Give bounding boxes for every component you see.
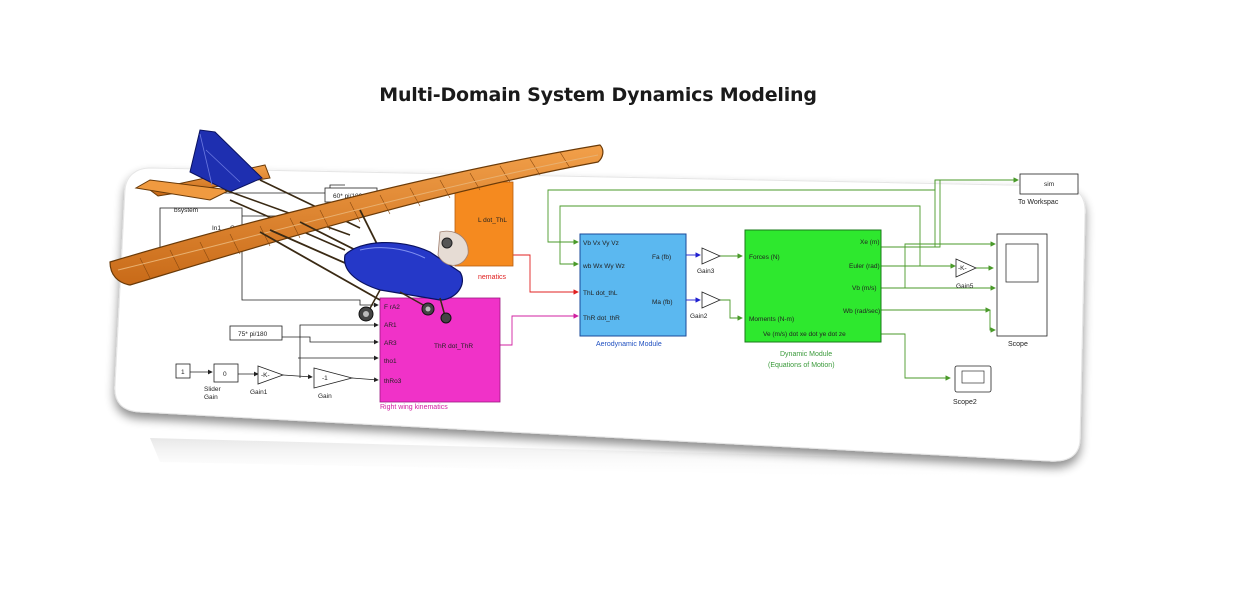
to-workspace-body — [1019, 173, 1079, 195]
gain2-block[interactable]: Gain2 — [690, 291, 721, 320]
slider-value: 0 — [223, 371, 227, 378]
aero-input-3: ThL dot_thL — [583, 290, 618, 297]
scope-label: Scope — [1008, 341, 1028, 348]
aero-input-4: ThR dot_thR — [583, 315, 620, 322]
aero-input-2: wb Wx Wy Wz — [582, 263, 625, 270]
gain3-label: Gain3 — [697, 268, 715, 275]
scope2-label: Scope2 — [953, 399, 977, 406]
gain2-triangle — [701, 291, 721, 309]
const-75-value: 75* pi/180 — [238, 331, 268, 338]
right-wing-input-5: thRo3 — [384, 378, 402, 385]
gain-neg1-label: Gain — [318, 393, 332, 400]
dynamic-module-block[interactable]: Forces (N) Moments (N-m) Xe (m) Euler (r… — [744, 229, 882, 369]
gain-neg1-block[interactable]: -1 Gain — [313, 367, 354, 400]
gain2-label: Gain2 — [690, 313, 708, 320]
right-kinematics-line — [500, 313, 579, 346]
dynamic-block-body — [744, 229, 882, 343]
right-wing-output: ThR dot_ThR — [434, 343, 473, 350]
right-wing-caption: Right wing kinematics — [380, 404, 448, 411]
right-wing-input-1: F rA2 — [384, 304, 400, 311]
panel-reflection — [150, 438, 1064, 480]
right-wing-input-2: AR1 — [384, 322, 397, 329]
dynamic-output-3: Vb (m/s) — [852, 285, 877, 292]
feedback-lines — [547, 177, 1019, 381]
const-1-block[interactable]: 1 — [175, 363, 191, 379]
const-1-value: 1 — [181, 369, 185, 376]
left-kinematics-lines — [512, 254, 579, 295]
aero-output-1: Fa (fb) — [652, 254, 671, 261]
subsystem-label: bsystem — [174, 207, 198, 214]
left-wing-kinematics-block[interactable]: L dot_ThL nematics — [454, 181, 514, 281]
gain1-triangle — [257, 365, 285, 385]
slider-body — [213, 363, 239, 383]
to-workspace-block[interactable]: sim To Workspac — [1018, 173, 1079, 206]
scope-block[interactable]: Scope — [996, 233, 1048, 348]
gain5-symbol: -K- — [958, 265, 967, 272]
const-60-value: 60* pi/180 — [333, 193, 363, 200]
gain1-block[interactable]: -K- Gain1 — [250, 365, 285, 396]
left-wing-block-body — [454, 181, 514, 267]
aero-block-body — [579, 233, 687, 337]
aero-output-lines — [686, 252, 701, 303]
scope2-block[interactable]: Scope2 — [953, 365, 992, 406]
aero-input-1: Vb Vx Vy Vz — [583, 240, 619, 247]
left-wing-caption: nematics — [478, 274, 507, 281]
ultralight-aircraft-image — [109, 129, 604, 324]
gain5-triangle — [955, 258, 977, 278]
right-wing-input-4: tho1 — [384, 358, 397, 365]
scope-screen — [1005, 243, 1039, 283]
gain5-label: Gain5 — [956, 283, 974, 290]
dynamic-caption-2: (Equations of Motion) — [768, 362, 835, 369]
aero-output-2: Ma (fb) — [652, 299, 673, 306]
dynamic-caption-1: Dynamic Module — [780, 351, 832, 358]
to-workspace-value: sim — [1044, 181, 1054, 188]
const-75-body — [229, 325, 283, 341]
const-1-body — [175, 363, 191, 379]
scope2-screen — [961, 370, 985, 384]
gain-neg1-symbol: -1 — [322, 375, 328, 382]
gain5-block[interactable]: -K- Gain5 — [955, 258, 977, 290]
dynamic-output-2: Euler (rad) — [849, 263, 880, 270]
dynamic-output-4: Wb (rad/sec) — [843, 308, 880, 315]
gain-output-lines — [720, 253, 743, 321]
const-75-block[interactable]: 75* pi/180 — [229, 325, 283, 341]
gain3-block[interactable]: Gain3 — [697, 247, 721, 275]
to-workspace-label: To Workspac — [1018, 199, 1059, 206]
gain3-triangle — [701, 247, 721, 265]
left-wing-output-label: L dot_ThL — [478, 217, 507, 224]
right-wing-kinematics-block[interactable]: F rA2 AR1 AR3 tho1 thRo3 ThR dot_ThR Rig… — [379, 297, 501, 411]
gain1-label: Gain1 — [250, 389, 268, 396]
gain-neg1-triangle — [313, 367, 354, 389]
right-wing-input-3: AR3 — [384, 340, 397, 347]
gain1-symbol: -K- — [261, 372, 270, 379]
subsystem-in: In1 — [212, 225, 221, 232]
aerodynamic-module-block[interactable]: Vb Vx Vy Vz wb Wx Wy Wz ThL dot_thL ThR … — [579, 233, 687, 348]
dynamic-output-5: Ve (m/s) dot xe dot ye dot ze — [763, 331, 846, 338]
right-wing-block-body — [379, 297, 501, 403]
slider-caption-1: Slider — [204, 386, 221, 393]
slider-caption-2: Gain — [204, 394, 218, 401]
dynamic-input-2: Moments (N-m) — [749, 316, 794, 323]
aero-caption: Aerodynamic Module — [596, 341, 662, 348]
dynamic-input-1: Forces (N) — [749, 254, 780, 261]
dynamic-output-1: Xe (m) — [860, 239, 880, 246]
slider-gain-block[interactable]: 0 Slider Gain — [204, 363, 239, 401]
page-title: Multi-Domain System Dynamics Modeling — [379, 84, 817, 106]
